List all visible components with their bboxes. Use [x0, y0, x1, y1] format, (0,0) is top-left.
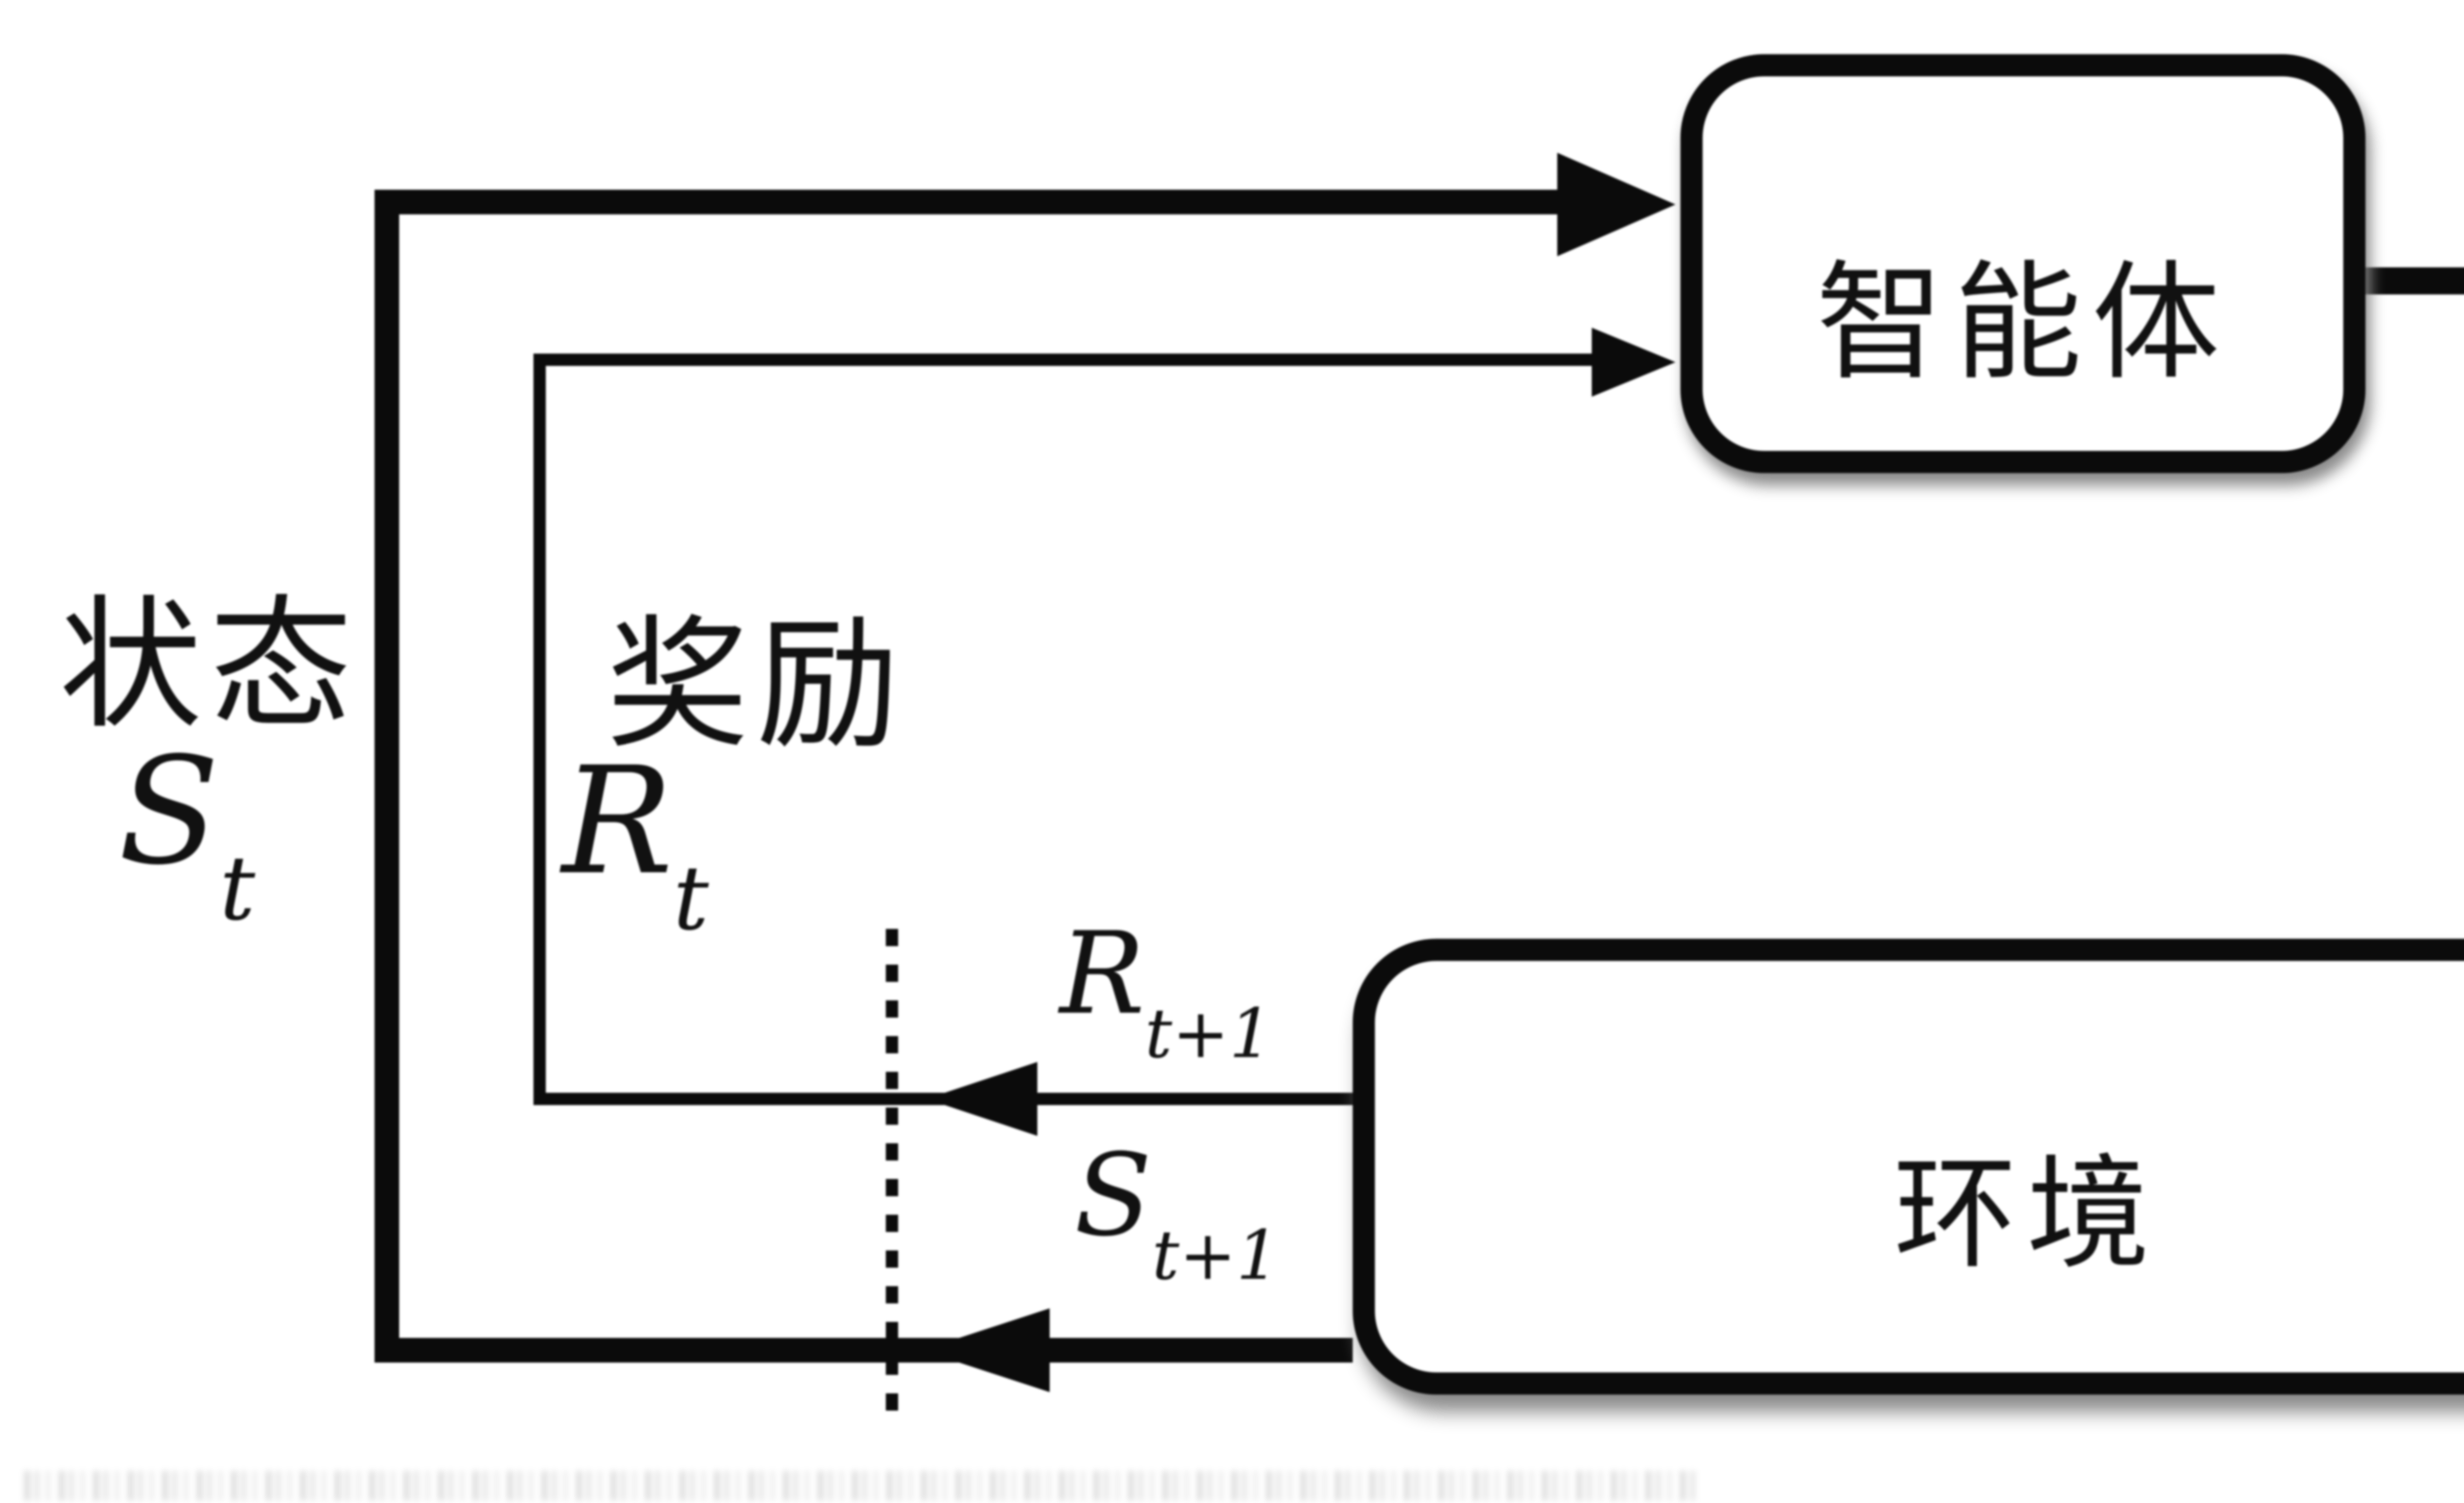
- state-symbol-subscript: t: [219, 840, 255, 942]
- state-symbol: St: [118, 739, 255, 935]
- reward-symbol-base: R: [562, 737, 673, 909]
- state-next-arrowhead-icon: [922, 1308, 1050, 1392]
- reward-next-arrowhead-icon: [926, 1062, 1037, 1136]
- reward-next-base: R: [1060, 907, 1145, 1040]
- reward-next-symbol: Rt+1: [1060, 917, 1272, 1067]
- state-loop-line: [375, 190, 1597, 1363]
- state-label: 状态: [59, 586, 360, 747]
- environment-box: 环境: [1353, 939, 2464, 1395]
- state-into-agent-arrowhead-icon: [1557, 153, 1676, 256]
- state-next-subscript: t+1: [1152, 1214, 1280, 1296]
- environment-box-label: 环境: [1893, 1144, 2160, 1283]
- agent-box-label: 智能体: [1815, 255, 2230, 396]
- reward-label: 奖励: [606, 606, 907, 766]
- reward-symbol: Rt: [562, 749, 709, 945]
- state-next-base: S: [1074, 1128, 1152, 1262]
- reward-next-subscript: t+1: [1145, 992, 1273, 1074]
- reward-into-agent-arrowhead-icon: [1592, 328, 1676, 397]
- clipped-caption-fragment: [25, 1471, 1700, 1501]
- reward-symbol-subscript: t: [673, 850, 709, 952]
- state-symbol-base: S: [118, 727, 220, 899]
- state-next-symbol: St+1: [1074, 1138, 1279, 1289]
- agent-box: 智能体: [1680, 54, 2365, 473]
